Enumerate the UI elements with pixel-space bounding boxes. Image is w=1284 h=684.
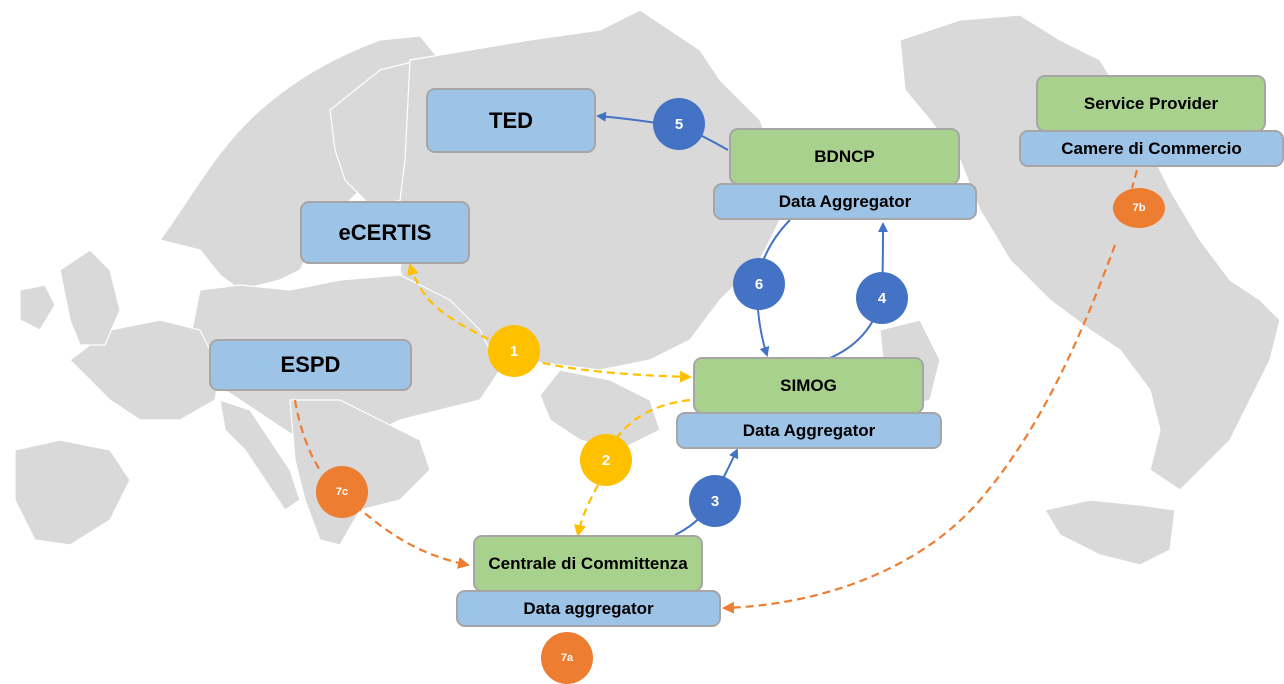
map-sicily xyxy=(1044,499,1176,566)
map-italy-west xyxy=(219,399,301,511)
step-badge-2: 2 xyxy=(580,434,632,486)
step-badge-7b: 7b xyxy=(1113,188,1165,228)
step-badge-5: 5 xyxy=(653,98,705,150)
step-badge-3: 3 xyxy=(689,475,741,527)
node-espd: ESPD xyxy=(209,339,412,391)
step-badge-4: 4 xyxy=(856,272,908,324)
node-centrale-aggregator: Data aggregator xyxy=(456,590,721,627)
node-ted: TED xyxy=(426,88,596,153)
node-camere: Camere di Commercio xyxy=(1019,130,1284,167)
step-badge-1: 1 xyxy=(488,325,540,377)
step-badge-7a: 7a xyxy=(541,632,593,684)
node-bdncp: BDNCP xyxy=(729,128,960,185)
map-ireland xyxy=(19,284,56,331)
node-simog: SIMOG xyxy=(693,357,924,414)
map-iberia xyxy=(14,439,131,546)
step-badge-6: 6 xyxy=(733,258,785,310)
node-bdncp-aggregator: Data Aggregator xyxy=(713,183,977,220)
node-ecertis: eCERTIS xyxy=(300,201,470,264)
node-simog-aggregator: Data Aggregator xyxy=(676,412,942,449)
node-service-provider: Service Provider xyxy=(1036,75,1266,132)
step-badge-7c: 7c xyxy=(316,466,368,518)
node-centrale: Centrale di Committenza xyxy=(473,535,703,592)
map-britain xyxy=(59,249,121,346)
